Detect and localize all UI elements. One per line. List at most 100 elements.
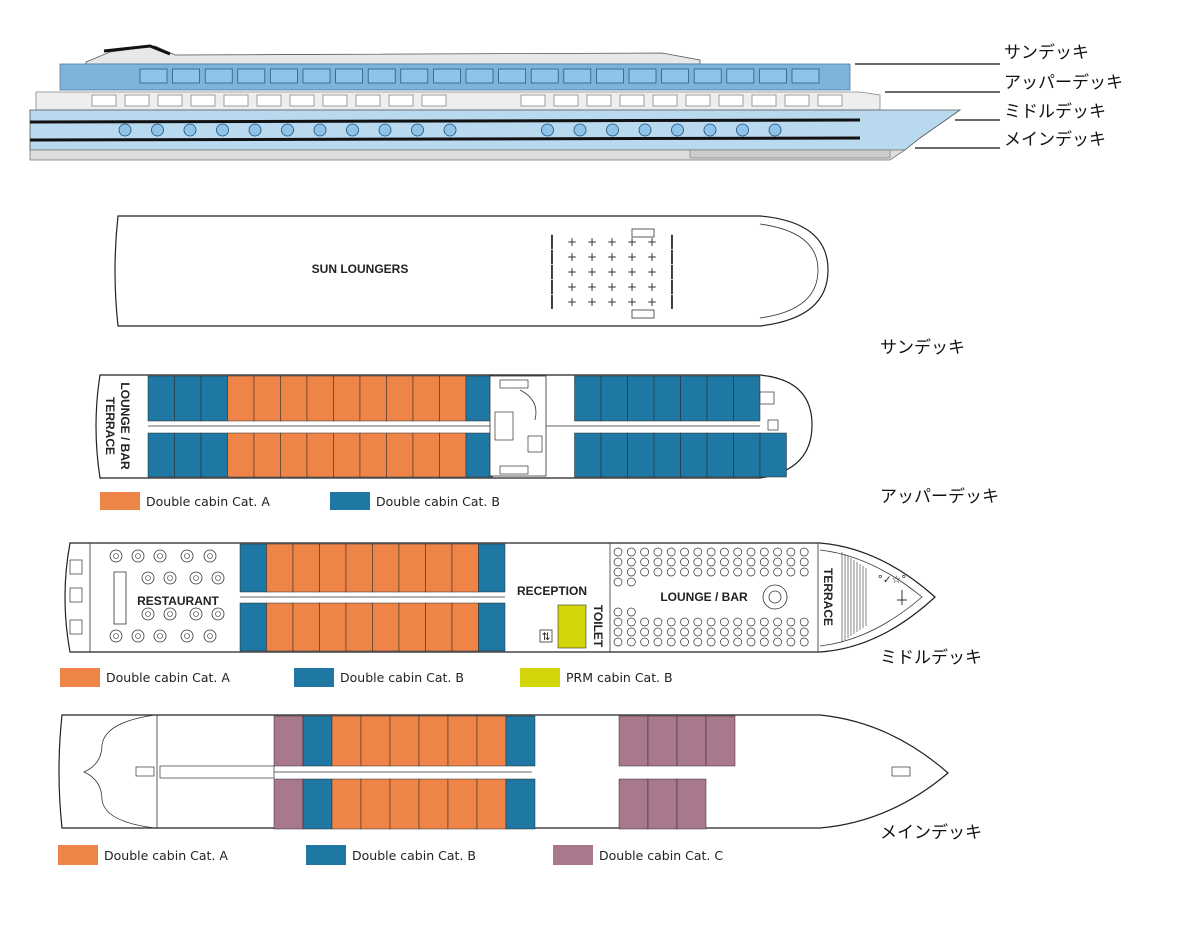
cabin-cat-c bbox=[273, 778, 304, 830]
lounge-seat bbox=[733, 627, 743, 637]
lounge-seat bbox=[666, 557, 676, 567]
legend-label-cat-a: Double cabin Cat. A bbox=[104, 848, 228, 863]
profile-window bbox=[718, 94, 744, 107]
lounge-seat bbox=[759, 557, 769, 567]
prm-cabin bbox=[557, 604, 587, 649]
cabin-cat-a bbox=[372, 602, 400, 652]
profile-window bbox=[124, 94, 150, 107]
profile-window bbox=[172, 68, 200, 84]
profile-window bbox=[619, 94, 645, 107]
profile-window bbox=[726, 68, 755, 84]
lounge-seat bbox=[733, 637, 743, 647]
restaurant-tables bbox=[109, 549, 225, 643]
lounge-seat bbox=[786, 627, 796, 637]
cabin-cat-a bbox=[418, 715, 449, 767]
cabin-cat-b bbox=[653, 432, 681, 478]
lounge-seat bbox=[746, 617, 756, 627]
profile-window bbox=[652, 94, 678, 107]
lounge-seat bbox=[759, 617, 769, 627]
sun-lounger: + bbox=[567, 295, 577, 309]
sun-lounger: ┃ bbox=[548, 279, 555, 294]
buffet-counter bbox=[113, 571, 127, 625]
lounge-seat bbox=[720, 617, 729, 627]
cabin-cat-a bbox=[266, 543, 294, 593]
lounge-seat bbox=[746, 547, 756, 557]
cabin-cat-b bbox=[627, 432, 655, 478]
lounger-grid: ┃+++++┃┃+++++┃┃+++++┃┃+++++┃┃+++++┃ bbox=[548, 234, 675, 309]
cabin-cat-a bbox=[398, 543, 426, 593]
sun-lounger: + bbox=[607, 250, 617, 264]
sun-lounger: + bbox=[647, 280, 657, 294]
lounge-seat bbox=[640, 627, 649, 637]
sun-lounger: ┃ bbox=[548, 294, 555, 309]
porthole bbox=[541, 123, 554, 137]
cabin-cat-a bbox=[386, 375, 414, 422]
sun-lounger: + bbox=[567, 235, 577, 249]
lounge-seat bbox=[773, 617, 782, 627]
lounge-seat bbox=[680, 617, 689, 627]
sun-lounger: + bbox=[627, 280, 637, 294]
legend-label-cat-c: Double cabin Cat. C bbox=[599, 848, 723, 863]
sun-lounger: + bbox=[567, 250, 577, 264]
sun-lounger: + bbox=[607, 235, 617, 249]
cabin-cat-b bbox=[302, 778, 333, 830]
stairs-icon bbox=[891, 766, 911, 777]
lounge-seat bbox=[626, 637, 636, 647]
dining-table bbox=[211, 607, 225, 621]
profile-window bbox=[563, 68, 592, 84]
profile-window bbox=[751, 94, 777, 107]
profile-window bbox=[270, 68, 298, 84]
lounge-seat bbox=[613, 577, 623, 587]
sun-lounger: ┃ bbox=[548, 234, 555, 249]
lounge-seat bbox=[693, 547, 703, 557]
lounge-seat bbox=[773, 557, 782, 567]
cabin-cat-b bbox=[574, 432, 602, 478]
legend-swatch-cat-c bbox=[553, 845, 593, 865]
profile-window bbox=[520, 94, 546, 107]
cabin-cat-a bbox=[360, 778, 391, 830]
cabin-cat-a bbox=[253, 375, 281, 422]
cabin-cat-b bbox=[600, 432, 628, 478]
legend-label-cat-b: Double cabin Cat. B bbox=[352, 848, 476, 863]
cabin-cat-b bbox=[680, 375, 708, 422]
lounge-seat bbox=[640, 567, 649, 577]
porthole bbox=[768, 123, 782, 137]
cabin-cat-a bbox=[412, 432, 440, 478]
sun-lounger: + bbox=[647, 235, 657, 249]
profile-window bbox=[335, 68, 363, 84]
porthole bbox=[378, 123, 392, 137]
profile-window bbox=[421, 94, 447, 107]
cabin-cat-c bbox=[273, 715, 304, 767]
dining-table bbox=[131, 549, 145, 563]
sun-lounger: + bbox=[627, 235, 637, 249]
dining-table bbox=[131, 629, 145, 643]
lounge-seat bbox=[680, 637, 689, 647]
sun-lounger: + bbox=[627, 295, 637, 309]
profile-window bbox=[157, 94, 183, 107]
cabin-cat-a bbox=[451, 543, 479, 593]
lounge-seat bbox=[773, 567, 782, 577]
area-middle-terrace: TERRACE bbox=[821, 568, 835, 626]
cabin-cat-b bbox=[600, 375, 628, 422]
lounge-seat bbox=[786, 637, 796, 647]
porthole bbox=[736, 123, 749, 137]
lounge-seat bbox=[786, 567, 796, 577]
elevator-icon bbox=[539, 629, 553, 643]
upper-deck-plan: LOUNGE / BAR TERRACE Double cabin Cat. A… bbox=[95, 374, 999, 510]
porthole bbox=[411, 123, 424, 137]
area-middle-lounge-bar: LOUNGE / BAR bbox=[660, 590, 748, 604]
cabin-cat-a bbox=[476, 778, 507, 830]
lounge-seat bbox=[613, 607, 623, 617]
porthole bbox=[606, 123, 619, 137]
profile-window bbox=[388, 94, 414, 107]
lounge-seat bbox=[693, 627, 703, 637]
cabin-cat-a bbox=[476, 715, 507, 767]
cabin-cat-b bbox=[239, 543, 267, 593]
profile-window bbox=[139, 68, 168, 84]
cabin-cat-a bbox=[425, 602, 453, 652]
lounge-seat bbox=[613, 547, 623, 557]
dining-table bbox=[153, 629, 167, 643]
cabin-cat-a bbox=[389, 715, 420, 767]
dining-table bbox=[203, 629, 217, 643]
sun-lounger: + bbox=[627, 265, 637, 279]
